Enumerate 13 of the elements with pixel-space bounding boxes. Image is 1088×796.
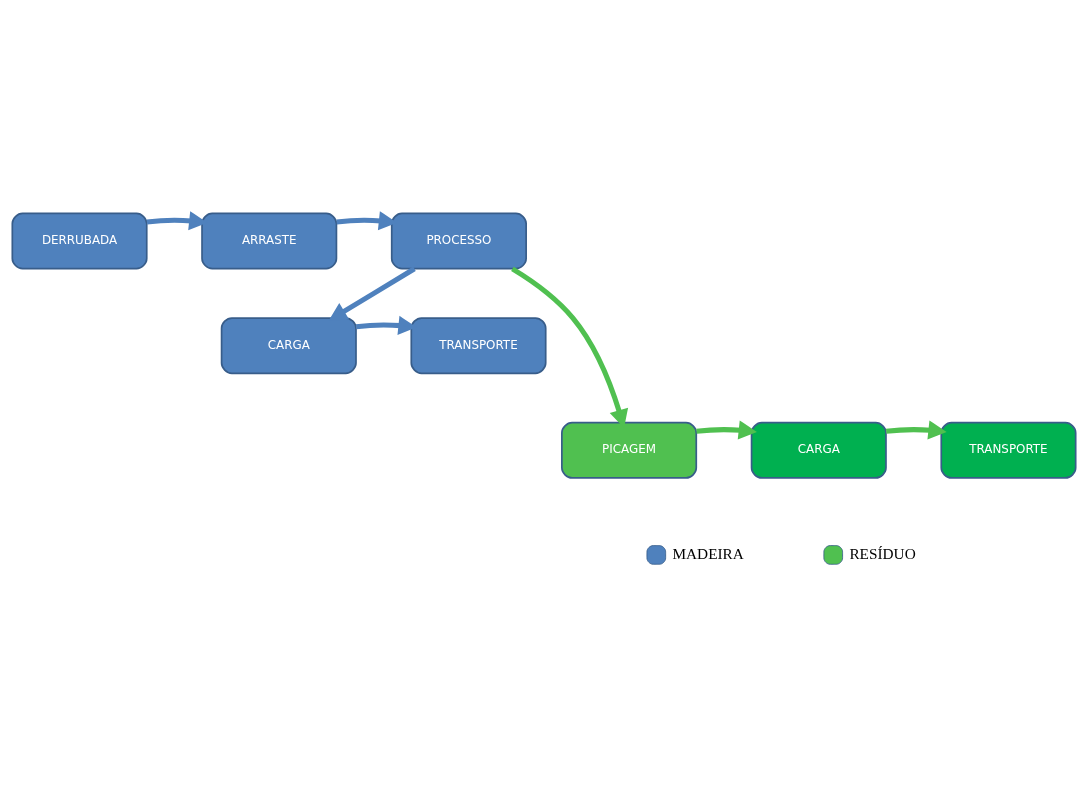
legend-label: MADEIRA <box>672 544 744 562</box>
arrow <box>696 420 757 440</box>
node-box: PICAGEM <box>561 421 698 479</box>
legend-label: RESÍDUO <box>849 544 916 562</box>
node-box: ARRASTE <box>201 212 338 270</box>
node-box: PROCESSO <box>390 212 527 270</box>
node-box: TRANSPORTE <box>940 421 1077 479</box>
arrow <box>328 266 416 321</box>
node-box: TRANSPORTE <box>410 317 547 375</box>
arrow <box>885 420 947 440</box>
node-box: DERRUBADA <box>11 212 148 270</box>
node-box: CARGA <box>750 421 887 479</box>
node-box: CARGA <box>220 317 357 375</box>
